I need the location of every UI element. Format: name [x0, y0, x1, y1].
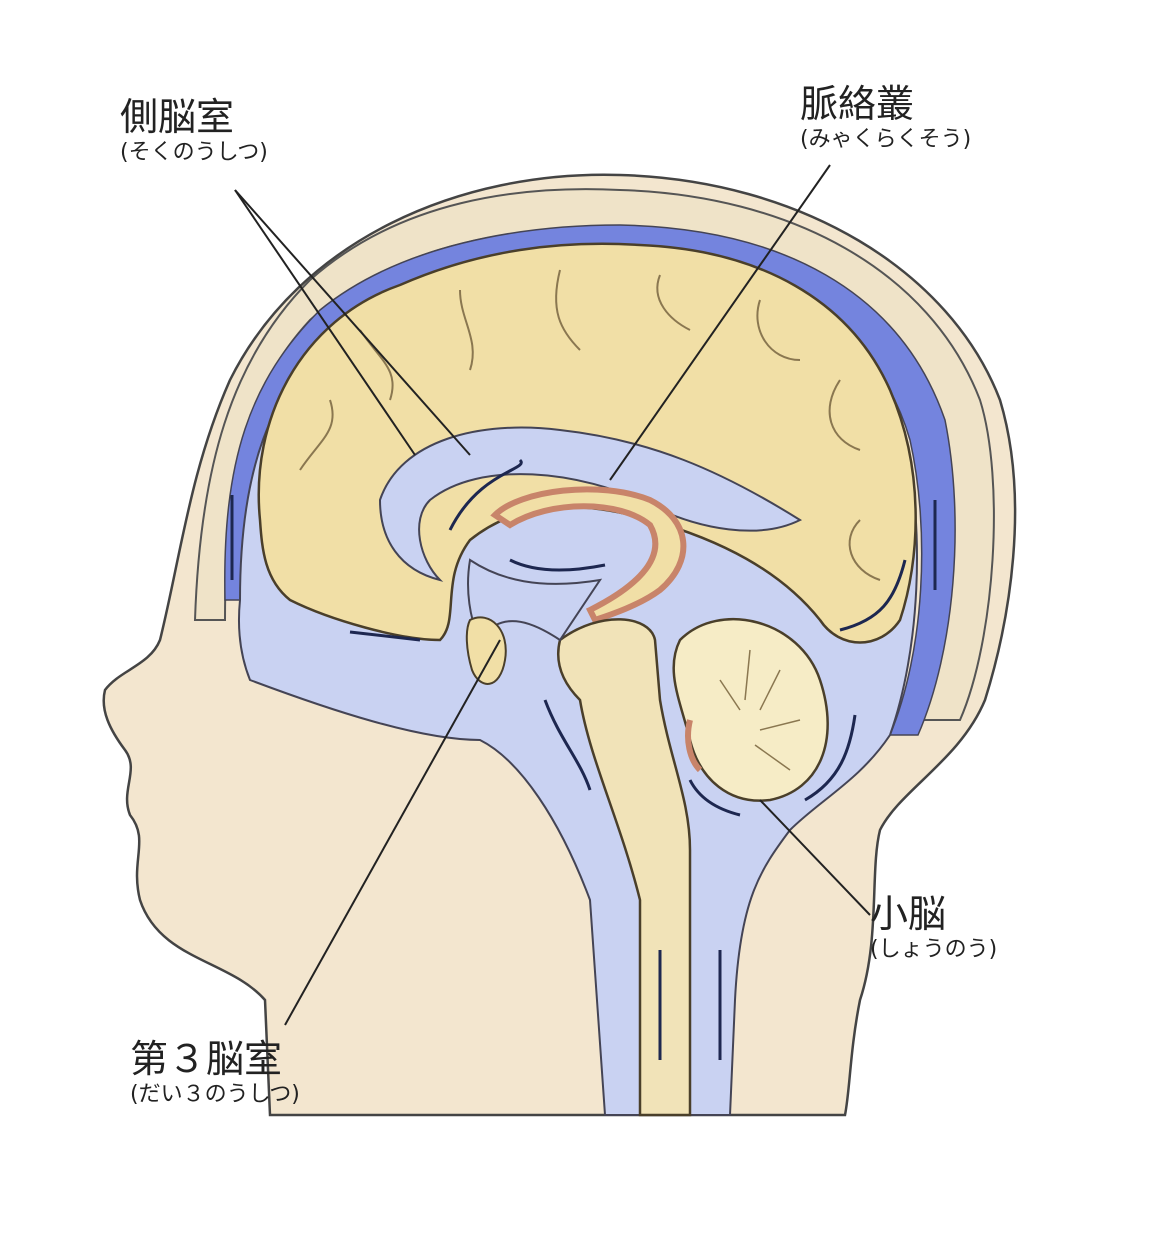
- csf-flow-arrows: [230, 458, 937, 1060]
- choroid-plexus: [490, 486, 687, 624]
- label-name: 脈絡叢: [800, 82, 915, 126]
- cerebellum-folia: [719, 649, 801, 771]
- label-reading: (だい３のうしつ): [130, 1082, 300, 1107]
- label-reading: (みゃくらくそう): [800, 127, 972, 152]
- label-choroid-plexus: 脈絡叢 (みゃくらくそう): [800, 85, 971, 151]
- gyri-lines: [299, 269, 881, 581]
- leader-lines: [234, 164, 871, 1026]
- label-lateral-ventricle: 側脳室 (そくのうしつ): [120, 98, 268, 164]
- label-name: 第３脳室: [130, 1037, 283, 1081]
- label-name: 側脳室: [120, 95, 235, 139]
- label-reading: (しょうのう): [870, 937, 998, 962]
- pituitary: [465, 616, 507, 685]
- lateral-ventricle: [378, 426, 803, 582]
- label-name: 小脳: [870, 892, 947, 936]
- label-reading: (そくのうしつ): [120, 140, 268, 165]
- label-third-ventricle: 第３脳室 (だい３のうしつ): [130, 1040, 300, 1106]
- brainstem-spinal-cord: [556, 618, 692, 1117]
- label-cerebellum: 小脳 (しょうのう): [870, 895, 997, 961]
- third-ventricle: [467, 558, 603, 642]
- cerebellum: [672, 618, 829, 802]
